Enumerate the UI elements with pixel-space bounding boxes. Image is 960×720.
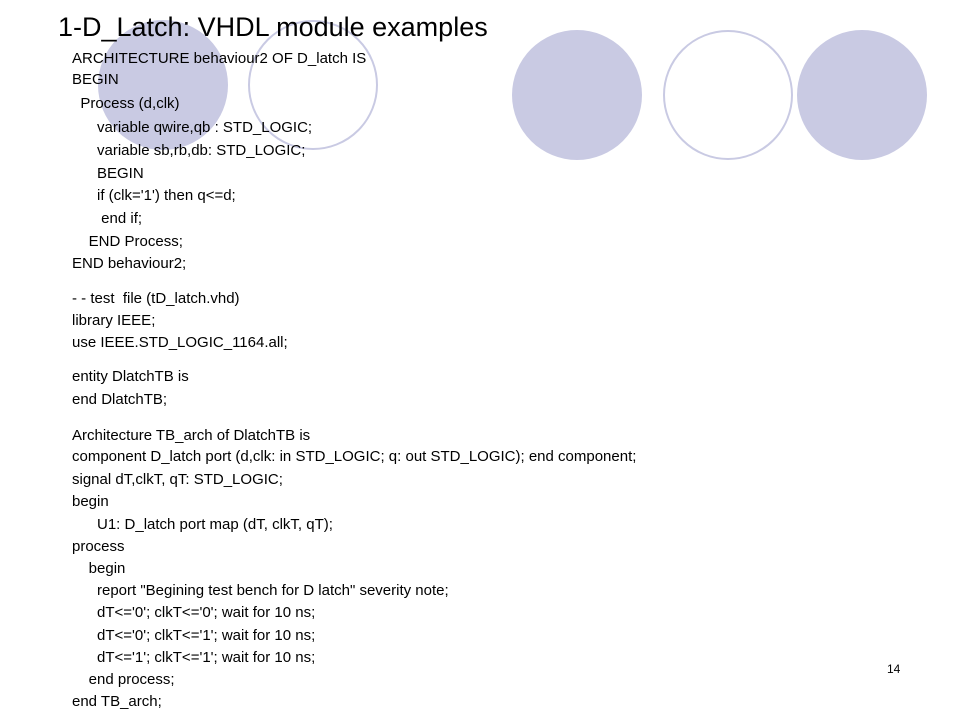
- decorative-circle-5: [797, 30, 927, 160]
- code-line: signal dT,clkT, qT: STD_LOGIC;: [72, 471, 283, 488]
- code-line: dT<='0'; clkT<='0'; wait for 10 ns;: [72, 604, 316, 621]
- code-line: BEGIN: [72, 165, 144, 182]
- code-line: - - test file (tD_latch.vhd): [72, 290, 240, 307]
- code-line: variable qwire,qb : STD_LOGIC;: [72, 119, 313, 136]
- code-line: component D_latch port (d,clk: in STD_LO…: [72, 448, 637, 465]
- decorative-circle-1: [98, 20, 228, 150]
- code-line: ARCHITECTURE behaviour2 OF D_latch IS: [72, 50, 367, 67]
- code-line: U1: D_latch port map (dT, clkT, qT);: [72, 516, 333, 533]
- decorative-circle-3: [512, 30, 642, 160]
- decorative-circle-2: [248, 20, 378, 150]
- code-line: begin: [72, 493, 109, 510]
- decorative-circle-4: [663, 30, 793, 160]
- code-line: dT<='0'; clkT<='1'; wait for 10 ns;: [72, 627, 316, 644]
- code-line: Process (d,clk): [72, 95, 180, 112]
- code-line: if (clk='1') then q<=d;: [72, 187, 236, 204]
- code-line: end DlatchTB;: [72, 391, 168, 408]
- page-number: 14: [887, 662, 901, 676]
- code-line: report "Begining test bench for D latch"…: [72, 582, 449, 599]
- code-line: END Process;: [72, 233, 183, 250]
- code-line: end TB_arch;: [72, 693, 162, 710]
- code-line: variable sb,rb,db: STD_LOGIC;: [72, 142, 306, 159]
- code-line: library IEEE;: [72, 312, 156, 329]
- code-line: entity DlatchTB is: [72, 368, 189, 385]
- code-line: BEGIN: [72, 71, 119, 88]
- code-line: end if;: [72, 210, 143, 227]
- code-line: END behaviour2;: [72, 255, 187, 272]
- code-line: use IEEE.STD_LOGIC_1164.all;: [72, 334, 288, 351]
- slide-title: 1-D_Latch: VHDL module examples: [58, 12, 488, 42]
- code-line: begin: [72, 560, 126, 577]
- code-line: process: [72, 538, 125, 555]
- code-line: Architecture TB_arch of DlatchTB is: [72, 427, 311, 444]
- code-line: end process;: [72, 671, 175, 688]
- code-line: dT<='1'; clkT<='1'; wait for 10 ns;: [72, 649, 316, 666]
